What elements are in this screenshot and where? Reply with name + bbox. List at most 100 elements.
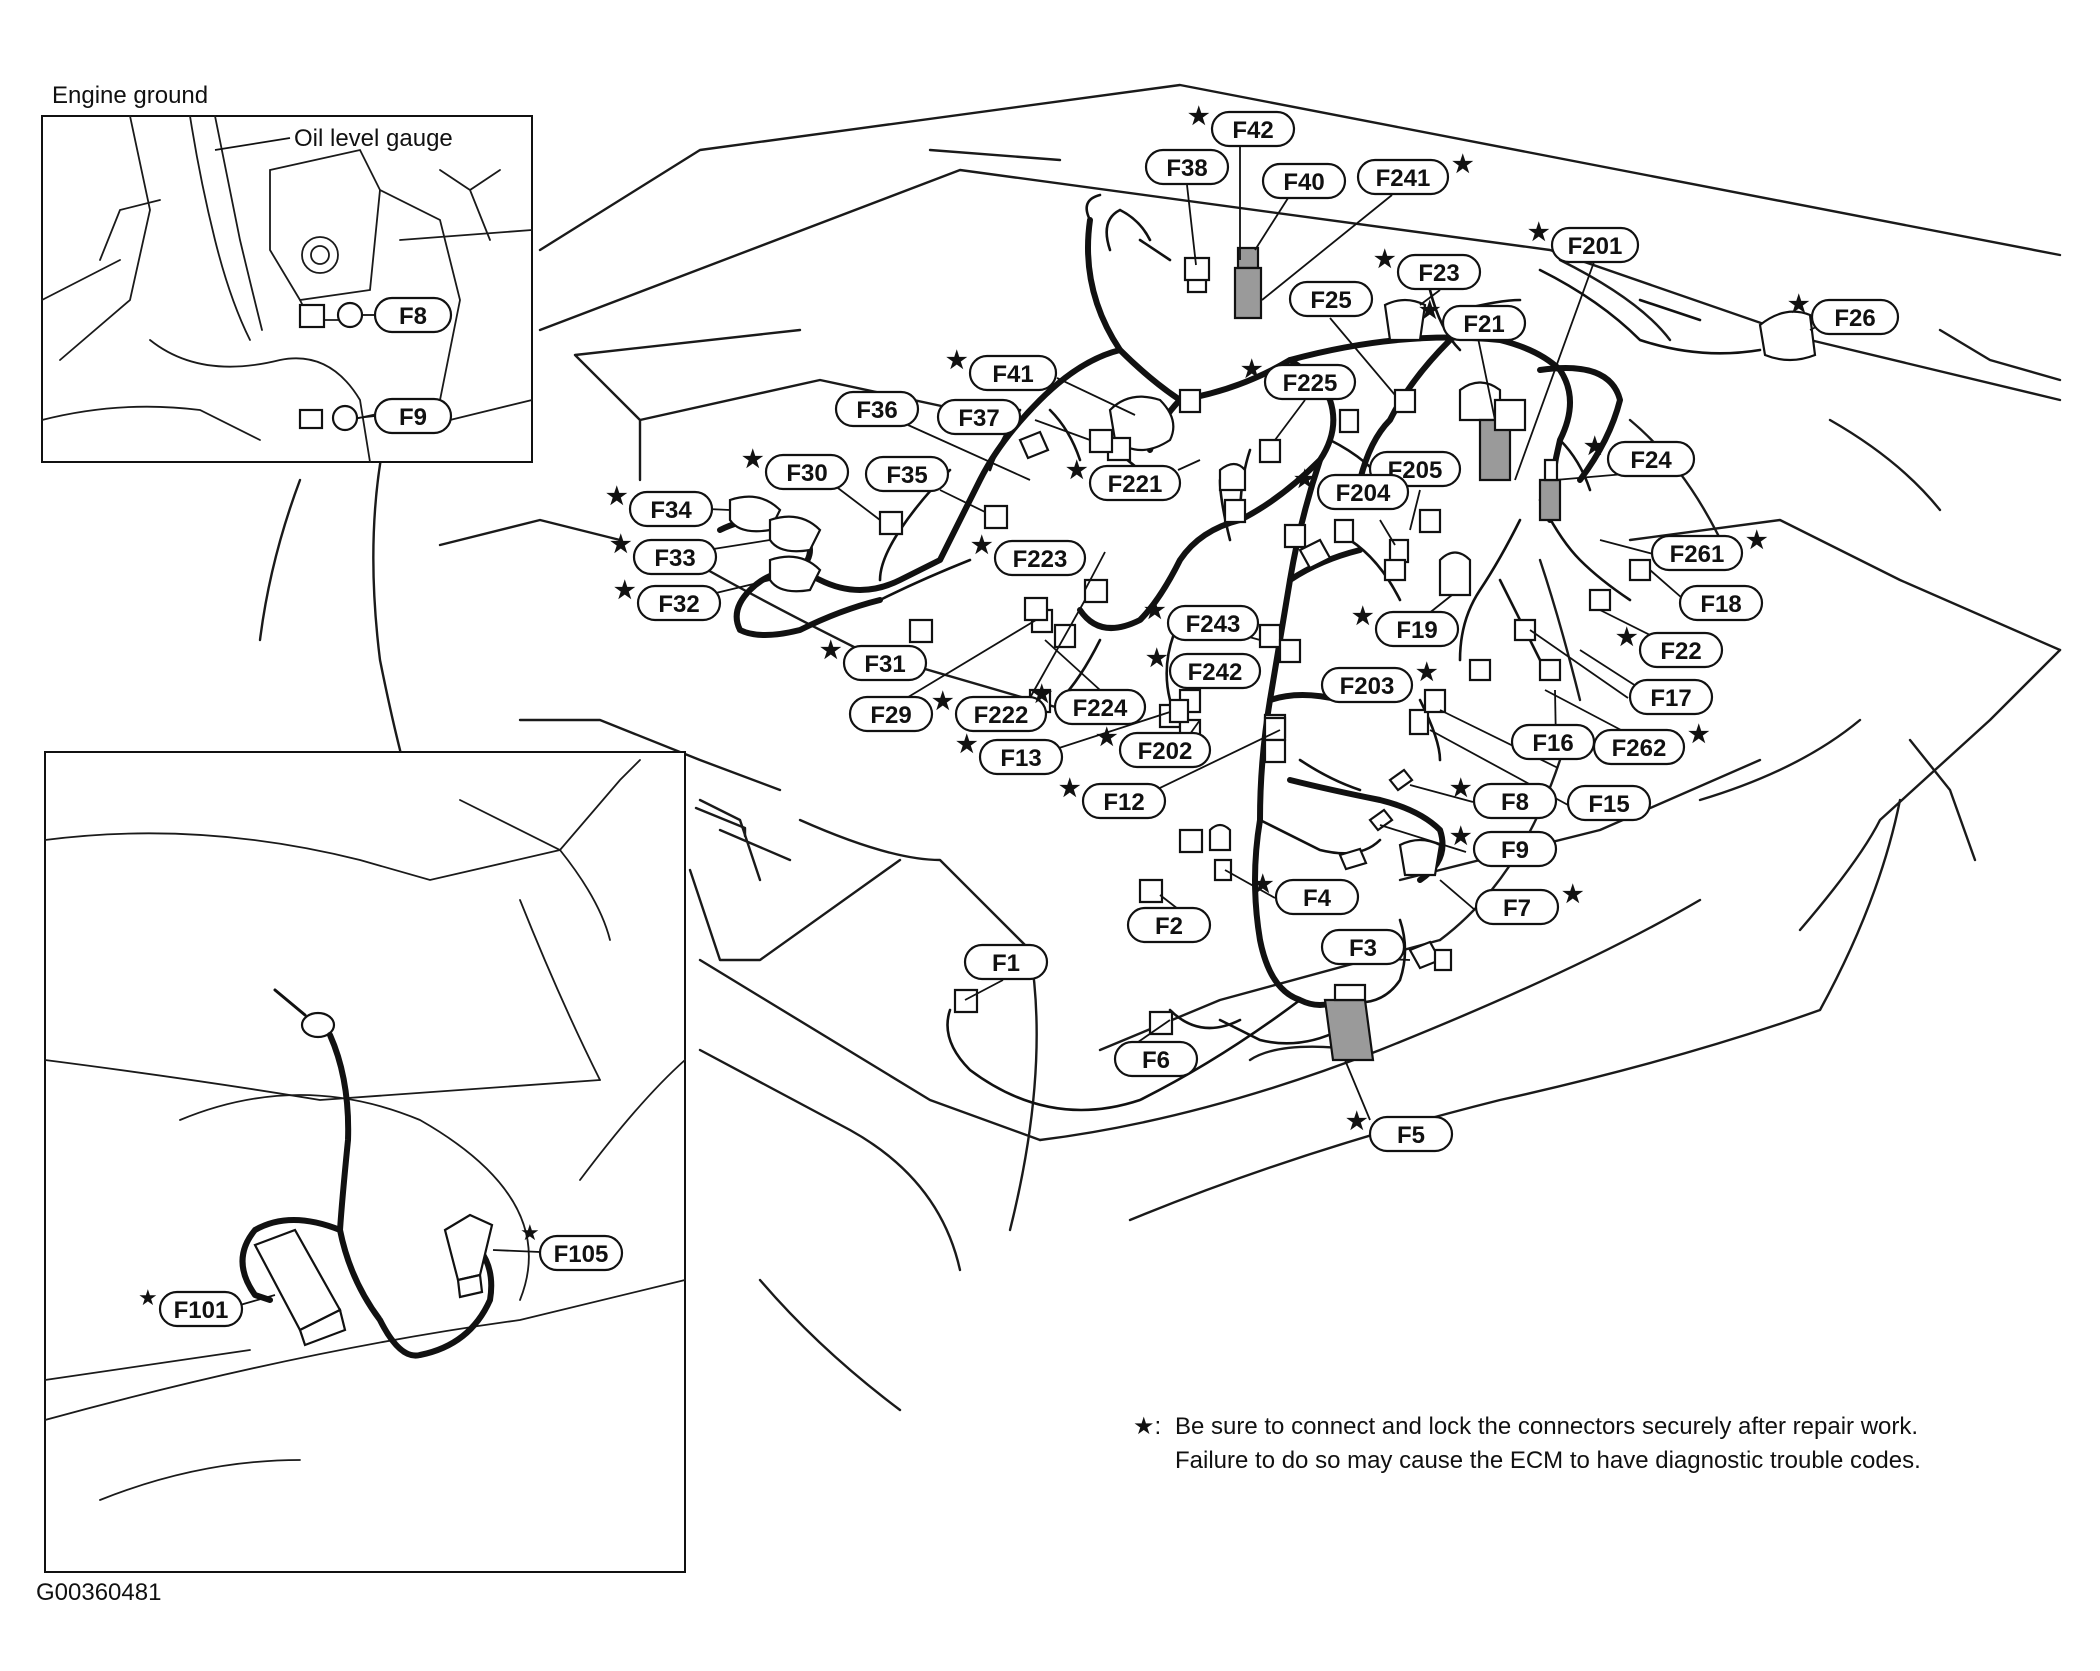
- callout-f223: F223 ★: [971, 532, 1087, 577]
- star-icon: ★: [606, 483, 628, 510]
- engine-ground-inset: Engine ground Oil level gauge F8 F9: [41, 82, 533, 463]
- f101-connector-icon: [253, 1228, 347, 1347]
- callout-label: F243: [1186, 611, 1241, 638]
- star-icon: ★: [956, 731, 978, 758]
- callout-label: F16: [1532, 730, 1573, 757]
- callout-f222: F222★: [932, 688, 1048, 733]
- callout-label: F37: [958, 405, 999, 432]
- callout-f21: F21★: [1419, 297, 1527, 342]
- callout-label: F204: [1336, 480, 1391, 507]
- star-icon: ★: [1616, 624, 1638, 651]
- star-icon: ★: [1528, 219, 1550, 246]
- callout-label: F223: [1013, 546, 1068, 573]
- footnote: ★: Be sure to connect and lock the conne…: [1133, 1413, 1921, 1474]
- callout-f202: F202★: [1096, 724, 1212, 769]
- callout-label: F41: [992, 361, 1033, 388]
- footnote-marker: ★:: [1133, 1413, 1161, 1440]
- callout-label: F5: [1397, 1122, 1425, 1149]
- callout-f22: F22 ★: [1616, 624, 1724, 669]
- callout-f4: F4★: [1252, 871, 1360, 916]
- callout-label: F34: [650, 497, 692, 524]
- callout-label: F8: [1501, 789, 1529, 816]
- callout-label: F15: [1588, 791, 1629, 818]
- callout-label: F13: [1000, 745, 1041, 772]
- star-icon: ★: [971, 532, 993, 559]
- callout-f8: F8★: [1450, 775, 1558, 820]
- callout-label: F30: [786, 460, 827, 487]
- star-icon: ★: [614, 577, 636, 604]
- star-icon: ★: [1746, 527, 1768, 554]
- callout-f31: F31 ★: [820, 637, 928, 682]
- svg-text:F9: F9: [399, 404, 427, 431]
- star-icon: ★: [1688, 721, 1710, 748]
- callout-f7: F7★: [1474, 881, 1584, 926]
- callout-label: F262: [1612, 735, 1667, 762]
- callout-label: F22: [1660, 638, 1701, 665]
- callout-f23: F23★: [1374, 246, 1482, 291]
- callout-label: F4: [1303, 885, 1332, 912]
- star-icon: ★: [1452, 151, 1474, 178]
- callout-f33: F33 ★: [610, 531, 718, 576]
- svg-text:F8: F8: [399, 303, 427, 330]
- star-icon: ★: [820, 637, 842, 664]
- callout-label: F2: [1155, 913, 1183, 940]
- star-icon: ★: [1584, 433, 1606, 460]
- callout-f40: F40: [1261, 162, 1347, 200]
- svg-text:F101: F101: [174, 1297, 229, 1324]
- callout-label: F23: [1418, 260, 1459, 287]
- callout-label: F31: [864, 651, 905, 678]
- star-icon: ★: [1419, 297, 1441, 324]
- callout-f6: F6: [1113, 1040, 1199, 1078]
- star-icon: ★: [1241, 356, 1263, 383]
- callout-f262: F262 ★: [1592, 721, 1710, 766]
- f105-connector-icon: [443, 1213, 494, 1299]
- callout-label: F19: [1396, 617, 1437, 644]
- callout-f12: F12★: [1059, 775, 1167, 820]
- inset-f101-label: F101: [158, 1290, 244, 1328]
- callout-f204: F204 ★: [1294, 466, 1410, 511]
- callout-f224: F224 ★: [1031, 681, 1147, 726]
- callout-label: F221: [1108, 471, 1163, 498]
- callout-label: F3: [1349, 935, 1377, 962]
- callout-f13: F13 ★: [956, 731, 1064, 776]
- callout-f221: F221★: [1066, 457, 1182, 502]
- callout-label: F33: [654, 545, 695, 572]
- callout-f32: F32★: [614, 577, 722, 622]
- svg-text:F105: F105: [554, 1241, 609, 1268]
- star-icon: ★: [1031, 681, 1053, 708]
- callout-label: F203: [1340, 673, 1395, 700]
- callout-f17: F17: [1628, 678, 1714, 716]
- footnote-line-2: Failure to do so may cause the ECM to ha…: [1175, 1447, 1921, 1474]
- callout-f19: F19★: [1352, 603, 1460, 648]
- callout-f25: F25: [1288, 280, 1374, 318]
- inset-title: Engine ground: [52, 82, 208, 109]
- callout-f37: F37: [936, 398, 1022, 436]
- star-icon: ★: [1788, 291, 1810, 318]
- callout-f15: F15: [1566, 784, 1652, 822]
- callout-f36: F36: [834, 390, 920, 428]
- star-icon: ★: [946, 347, 968, 374]
- callout-label: F17: [1650, 685, 1691, 712]
- star-icon: ★: [610, 531, 632, 558]
- callout-label: F35: [886, 462, 927, 489]
- callout-label: F9: [1501, 837, 1529, 864]
- f105-star-icon: ★: [520, 1221, 540, 1246]
- callout-f2: F2: [1126, 906, 1212, 944]
- callout-label: F40: [1283, 169, 1324, 196]
- callout-f26: F26 ★: [1788, 291, 1900, 336]
- star-icon: ★: [1346, 1108, 1368, 1135]
- callout-label: F224: [1073, 695, 1128, 722]
- callout-label: F26: [1834, 305, 1875, 332]
- callout-f225: F225★: [1241, 356, 1357, 401]
- star-icon: ★: [1144, 597, 1166, 624]
- callout-label: F261: [1670, 541, 1725, 568]
- star-icon: ★: [1294, 466, 1316, 493]
- callout-label: F12: [1103, 789, 1144, 816]
- callout-f35: F35: [864, 455, 950, 493]
- callout-f41: F41 ★: [946, 347, 1058, 392]
- callout-f9: F9★: [1450, 823, 1558, 868]
- footnote-line-1: Be sure to connect and lock the connecto…: [1175, 1413, 1918, 1440]
- callout-label: F18: [1700, 591, 1741, 618]
- callout-f42: F42★: [1188, 103, 1296, 148]
- callout-f3: F3: [1320, 928, 1406, 966]
